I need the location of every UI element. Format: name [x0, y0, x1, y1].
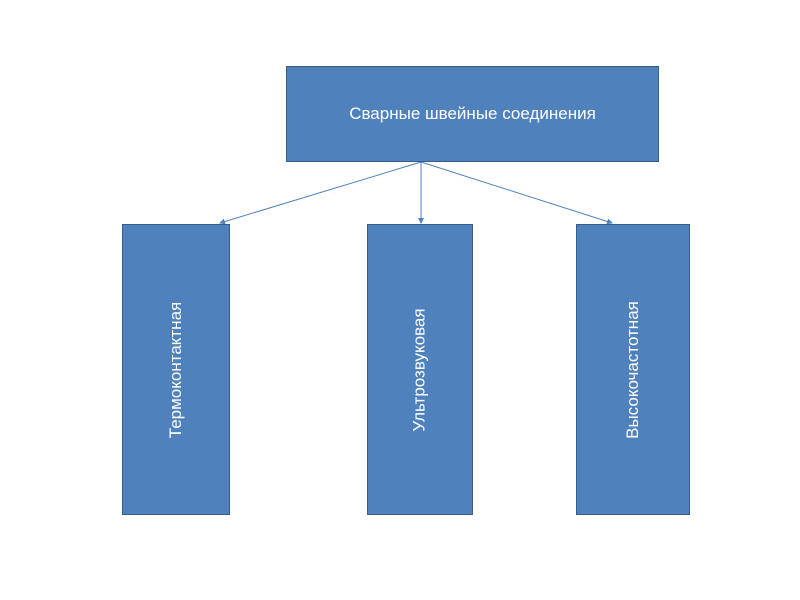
root-node: Сварные швейные соединения	[286, 66, 659, 162]
connector-left	[219, 161, 422, 225]
child-node-label: Термоконтактная	[166, 301, 185, 438]
child-node-label: Ультрозвуковая	[410, 307, 429, 432]
child-node-ultrasonic: Ультрозвуковая	[367, 224, 473, 515]
child-node-label: Высокочастотная	[623, 300, 642, 439]
connector-right	[420, 161, 613, 225]
child-node-high-frequency: Высокочастотная	[576, 224, 690, 515]
root-node-label: Сварные швейные соединения	[349, 104, 596, 123]
child-node-thermocontact: Термоконтактная	[122, 224, 230, 515]
